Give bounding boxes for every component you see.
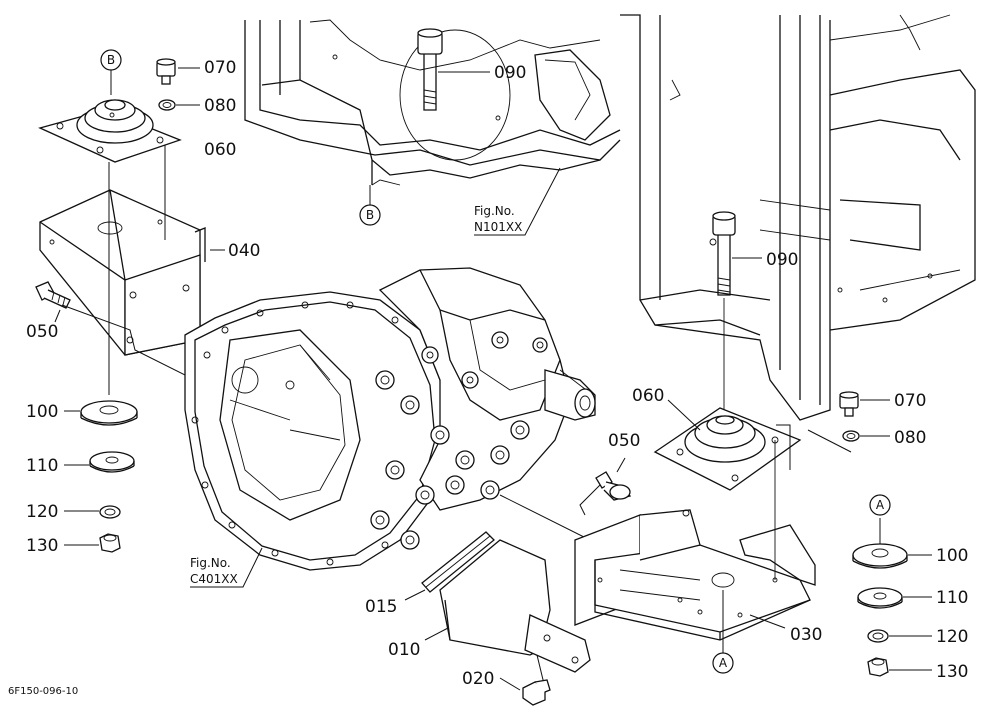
callout-090-upper: 090 [494,63,526,83]
diagram-code: 6F150-096-10 [8,686,78,697]
bolt-050-right [579,457,632,516]
marker-b-top: B [100,49,122,95]
svg-text:Fig.No.: Fig.No. [190,556,231,570]
callout-060-right: 060 [632,386,664,406]
bracket-040 [39,189,225,356]
lockwasher-120-right [867,629,932,643]
svg-text:C401XX: C401XX [190,572,238,586]
callout-080-right: 080 [894,428,926,448]
lockwasher-120-left [64,505,121,519]
callout-090-right: 090 [766,250,798,270]
svg-text:B: B [366,208,374,222]
svg-text:Fig.No.: Fig.No. [474,204,515,218]
callout-110-left: 110 [26,456,58,476]
svg-text:A: A [876,498,885,512]
callout-120-right: 120 [936,627,968,647]
callout-050-left: 050 [26,322,58,342]
washer-100-left [64,400,138,426]
callout-120-left: 120 [26,502,58,522]
bolt-090-right [712,211,762,420]
bolt-050-left [35,281,71,323]
callout-015: 015 [365,597,397,617]
transmission-housing [184,267,611,591]
bolt-090-upper [399,28,511,161]
callout-020: 020 [462,669,494,689]
washer-110-right [857,587,932,609]
nut-130-left [64,533,121,553]
callout-060-left: 060 [204,140,236,160]
washer-080-left [158,99,200,111]
fig-ref-c401xx: Fig.No. C401XX [190,547,263,588]
marker-a-right: A [869,494,891,516]
washer-100-right [852,543,932,569]
callout-010: 010 [388,640,420,660]
svg-text:A: A [719,656,728,670]
shaft-015 [404,531,495,601]
washer-110-left [64,451,135,473]
upper-frame-left [244,19,621,186]
callout-080-left: 080 [204,96,236,116]
bolt-070-right [839,391,890,417]
svg-text:N101XX: N101XX [474,220,522,234]
callout-070-left: 070 [204,58,236,78]
bolt-070-left [156,58,200,85]
fig-ref-n101xx: Fig.No. N101XX [474,167,561,236]
callout-130-right: 130 [936,662,968,682]
callout-100-left: 100 [26,402,58,422]
marker-b-frame: B [359,185,381,226]
callout-130-left: 130 [26,536,58,556]
callout-040: 040 [228,241,260,261]
mount-060-right [653,399,802,580]
washer-080-right [807,429,890,453]
callout-030: 030 [790,625,822,645]
nut-130-right [867,657,932,677]
callout-110-right: 110 [936,588,968,608]
callout-050-right: 050 [608,431,640,451]
callout-100-right: 100 [936,546,968,566]
bracket-030 [574,509,816,641]
upper-frame-right [620,14,976,421]
marker-a-bracket: A [712,590,734,674]
callout-070-right: 070 [894,391,926,411]
bolt-020 [499,677,551,706]
mount-060-left [38,99,182,163]
svg-text:B: B [107,53,115,67]
